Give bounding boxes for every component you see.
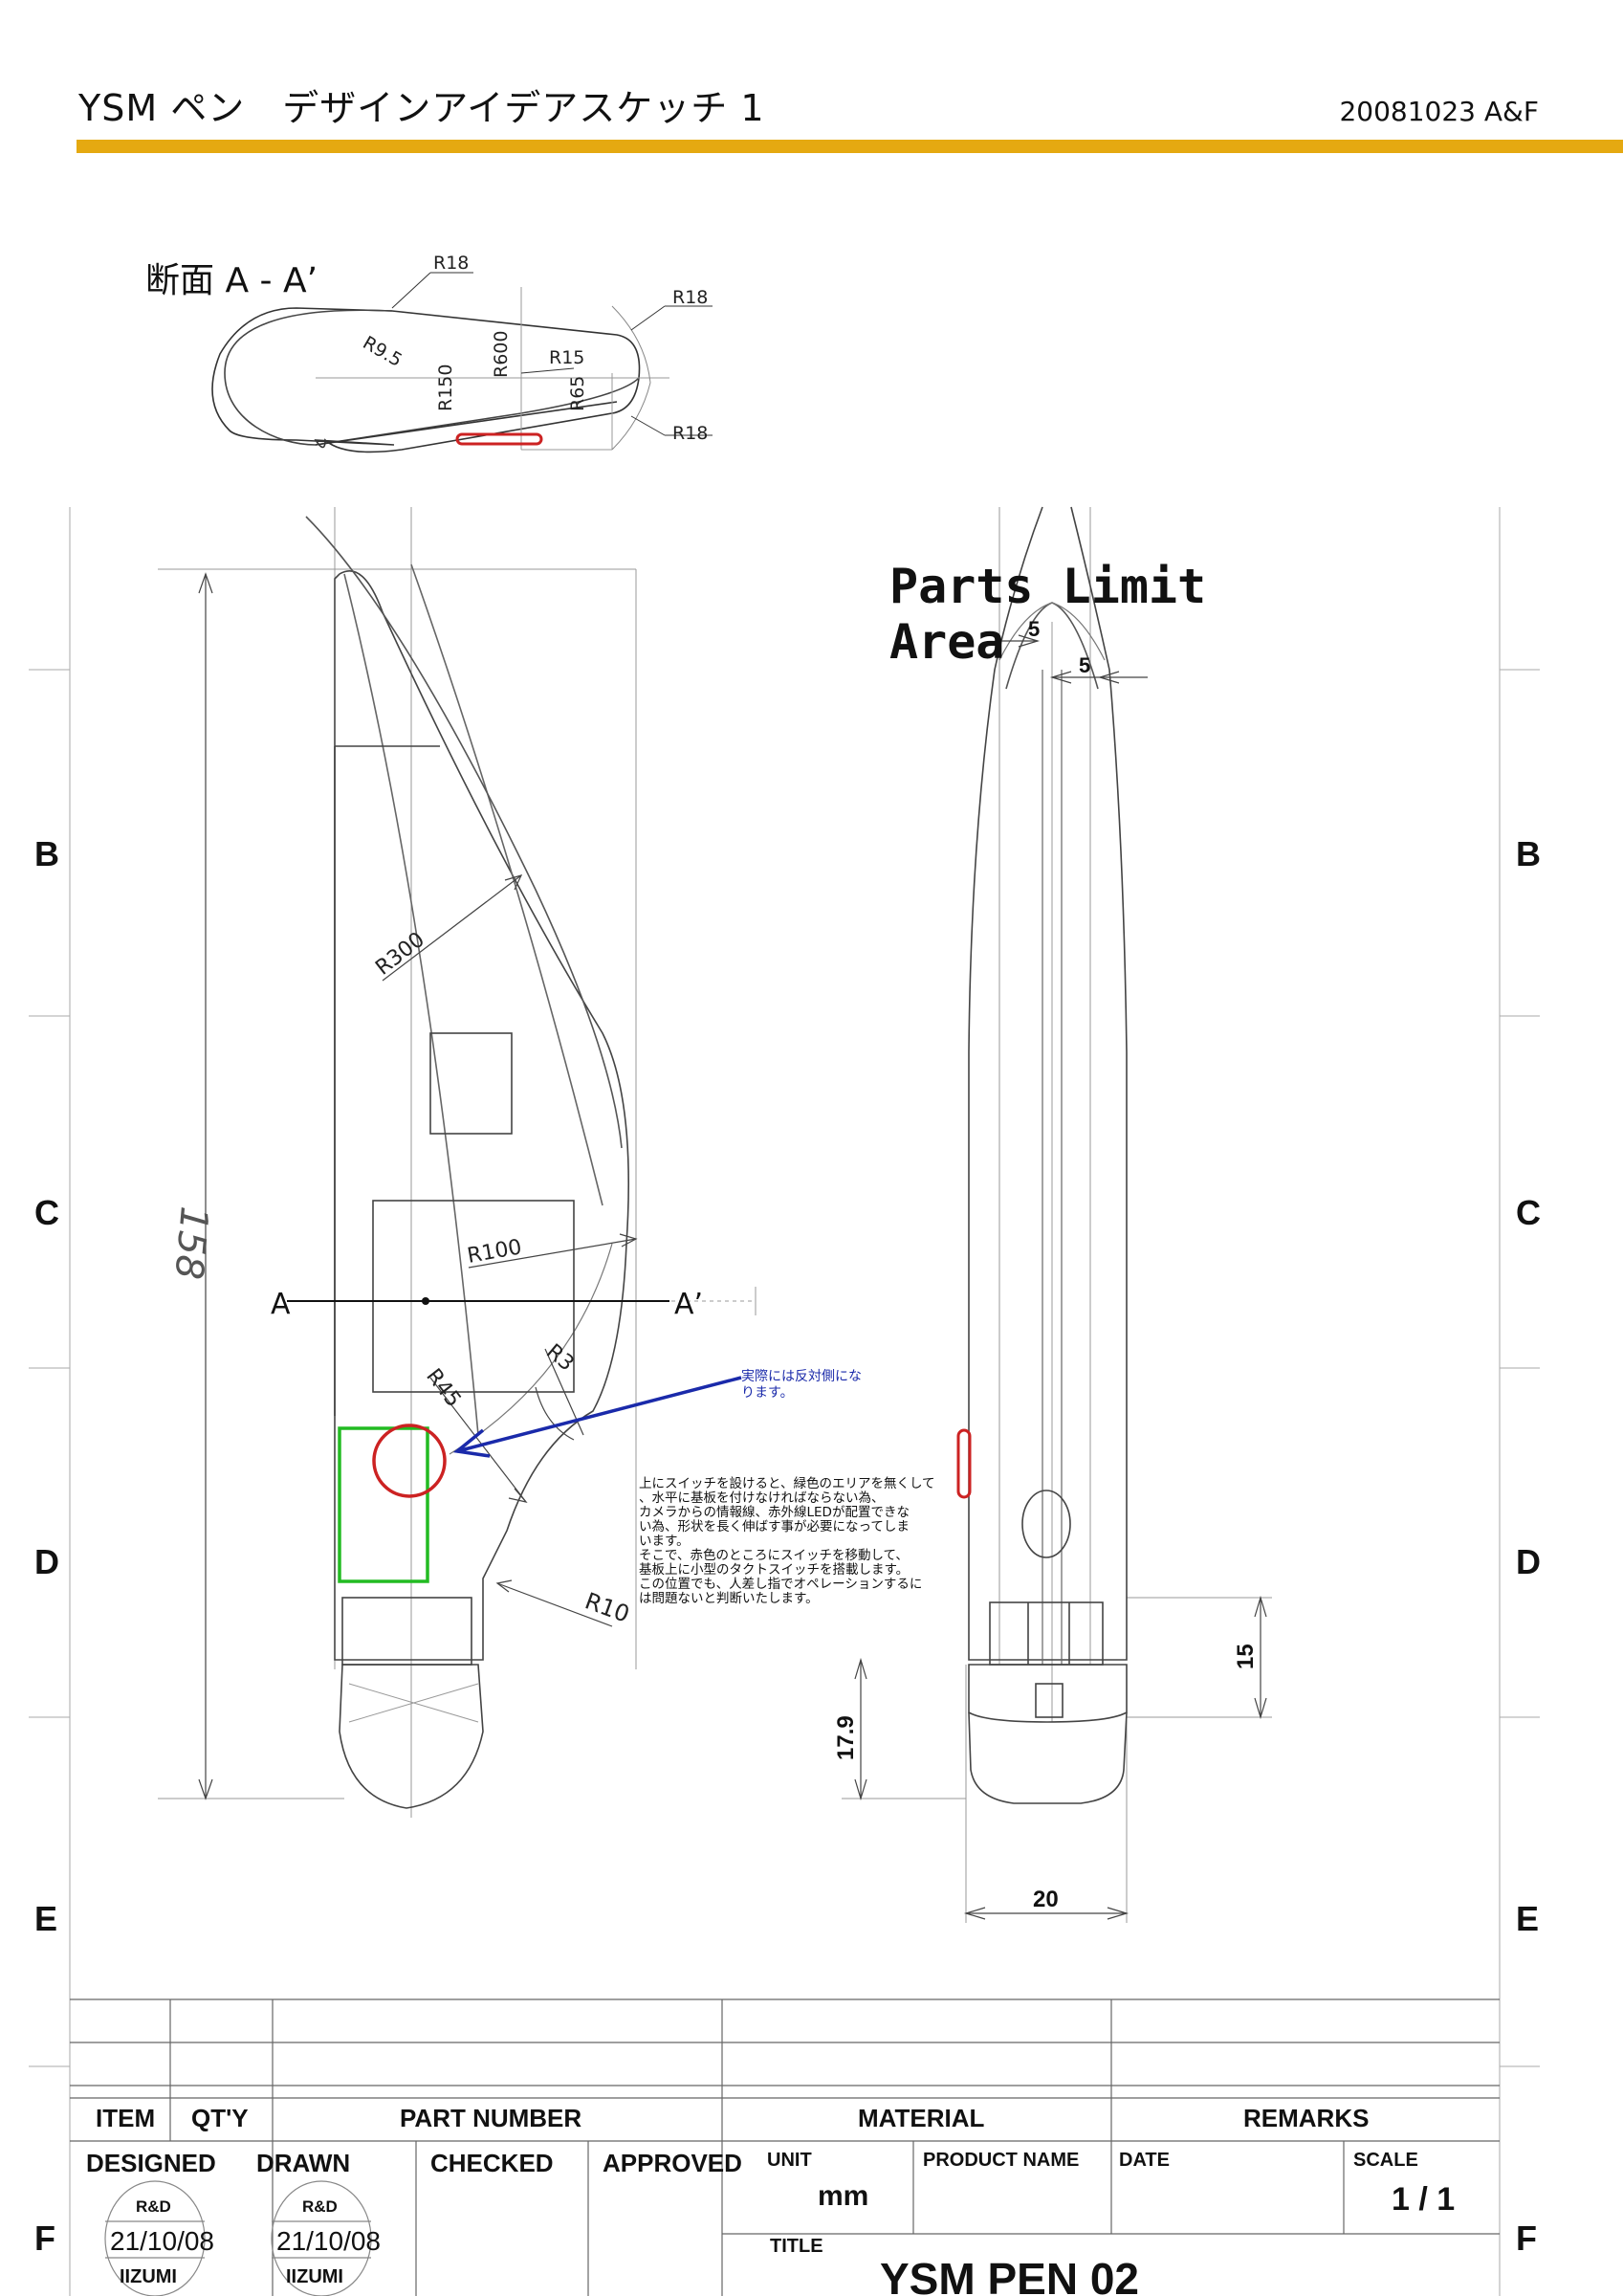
green-area bbox=[338, 1426, 429, 1583]
label-product-name: PRODUCT NAME bbox=[923, 2150, 1079, 2171]
zone-label-right: E bbox=[1516, 1899, 1539, 1938]
zone-label-right: C bbox=[1516, 1193, 1541, 1232]
dim-r10: R10 bbox=[581, 1587, 633, 1627]
label-title: TITLE bbox=[770, 2236, 823, 2257]
label-date: DATE bbox=[1119, 2150, 1170, 2171]
stamp-name: IIZUMI bbox=[120, 2266, 177, 2287]
dim-5: 5 bbox=[1028, 617, 1040, 641]
radius-label: R9.5 bbox=[360, 332, 406, 371]
zone-label-left: D bbox=[34, 1542, 59, 1581]
note-line: カメラからの情報線、赤外線LEDが配置できな bbox=[639, 1505, 910, 1520]
note-line: います。 bbox=[639, 1534, 690, 1549]
stamp-date: 21/10/08 bbox=[110, 2226, 214, 2256]
radius-label: R150 bbox=[435, 364, 456, 411]
scale-value: 1 / 1 bbox=[1392, 2181, 1455, 2218]
radius-label: R15 bbox=[549, 347, 584, 368]
zone-label-left: B bbox=[34, 834, 59, 873]
label-approved: APPROVED bbox=[603, 2149, 742, 2177]
header-rule bbox=[77, 140, 1623, 153]
radius-label: R600 bbox=[491, 331, 512, 378]
title-value: YSM PEN 02 bbox=[880, 2254, 1139, 2296]
stamp bbox=[271, 2180, 372, 2296]
dim-17-9: 17.9 bbox=[833, 1715, 859, 1760]
label-checked: CHECKED bbox=[430, 2149, 554, 2177]
label-drawn: DRAWN bbox=[256, 2149, 350, 2177]
design-note: 上にスイッチを設けると、緑色のエリアを無くして 、水平に基板を付けなければならな… bbox=[639, 1475, 935, 1606]
section-marker-a: A bbox=[271, 1288, 291, 1321]
stamp bbox=[104, 2180, 206, 2296]
parts-limit-label: Area bbox=[889, 614, 1004, 670]
zone-label-left: E bbox=[34, 1899, 57, 1938]
dim-5: 5 bbox=[1079, 653, 1090, 677]
label-designed: DESIGNED bbox=[86, 2149, 216, 2177]
note-line: い為、形状を長く伸ばす事が必要になってしま bbox=[639, 1519, 910, 1534]
header-qty: QT'Y bbox=[191, 2104, 249, 2132]
zone-label-right: B bbox=[1516, 834, 1541, 873]
front-view-labels: Parts Limit Area 5 5 15 17.9 20 bbox=[833, 559, 1259, 1912]
section-switch-slot bbox=[455, 432, 543, 446]
note-line: 上にスイッチを設けると、緑色のエリアを無くして bbox=[639, 1475, 935, 1491]
label-scale: SCALE bbox=[1353, 2150, 1418, 2171]
stamp-dept: R&D bbox=[136, 2197, 171, 2216]
header-remarks: REMARKS bbox=[1243, 2104, 1369, 2132]
note-line: この位置でも、人差し指でオペレーションするに bbox=[639, 1577, 922, 1592]
header-item: ITEM bbox=[96, 2104, 155, 2132]
stamp-date: 21/10/08 bbox=[276, 2226, 381, 2256]
note-line: は問題ないと判断いたします。 bbox=[639, 1591, 819, 1606]
drawing-frame bbox=[29, 507, 1540, 2296]
blue-note-line: ります。 bbox=[741, 1385, 794, 1401]
front-view bbox=[842, 506, 1272, 1923]
header-material: MATERIAL bbox=[858, 2104, 985, 2132]
note-line: 基板上に小型のタクトスイッチを搭載します。 bbox=[639, 1561, 909, 1578]
dim-15: 15 bbox=[1233, 1644, 1259, 1669]
dim-r100: R100 bbox=[466, 1235, 524, 1269]
section-marker-a-prime: A’ bbox=[674, 1288, 703, 1321]
dim-r300: R300 bbox=[371, 928, 429, 981]
blue-note-line: 実際には反対側にな bbox=[741, 1369, 862, 1384]
radius-label: R65 bbox=[567, 376, 588, 411]
page-date: 20081023 A&F bbox=[1339, 96, 1539, 127]
dim-r45: R45 bbox=[421, 1364, 465, 1411]
unit-value: mm bbox=[818, 2180, 868, 2212]
title-block bbox=[70, 1998, 1500, 2296]
zone-label-right: D bbox=[1516, 1542, 1541, 1581]
front-switch-slot bbox=[956, 1428, 972, 1499]
radius-label: R18 bbox=[433, 253, 469, 274]
red-switch-position bbox=[372, 1424, 447, 1498]
title-block-text: ITEM QT'Y PART NUMBER MATERIAL REMARKS D… bbox=[86, 2104, 1455, 2296]
note-line: そこで、赤色のところにスイッチを移動して、 bbox=[639, 1547, 909, 1563]
side-view: 158 R300 R100 A A’ R45 R3 R10 bbox=[158, 507, 757, 1818]
section-view: 断面 A - A’ R18 R18 R9.5 R600 R15 R150 R65… bbox=[145, 253, 713, 453]
stamp-name: IIZUMI bbox=[286, 2266, 343, 2287]
dim-length: 158 bbox=[165, 1204, 215, 1281]
zone-label-left: F bbox=[34, 2219, 55, 2258]
note-line: 、水平に基板を付けなければならない為、 bbox=[639, 1490, 885, 1506]
label-unit: UNIT bbox=[767, 2150, 812, 2171]
zone-label-left: C bbox=[34, 1193, 59, 1232]
zone-label-right: F bbox=[1516, 2219, 1537, 2258]
header-part-number: PART NUMBER bbox=[400, 2104, 581, 2132]
radius-label: R18 bbox=[672, 287, 708, 308]
radius-label: R18 bbox=[672, 423, 708, 444]
stamp-dept: R&D bbox=[302, 2197, 338, 2216]
page-title: YSM ペン デザインアイデアスケッチ 1 bbox=[78, 87, 765, 129]
zone-labels: B C D E F B C D E F bbox=[34, 834, 1541, 2258]
parts-limit-label: Parts Limit bbox=[889, 559, 1206, 614]
section-label: 断面 A - A’ bbox=[145, 261, 318, 300]
dim-20: 20 bbox=[1033, 1887, 1059, 1912]
